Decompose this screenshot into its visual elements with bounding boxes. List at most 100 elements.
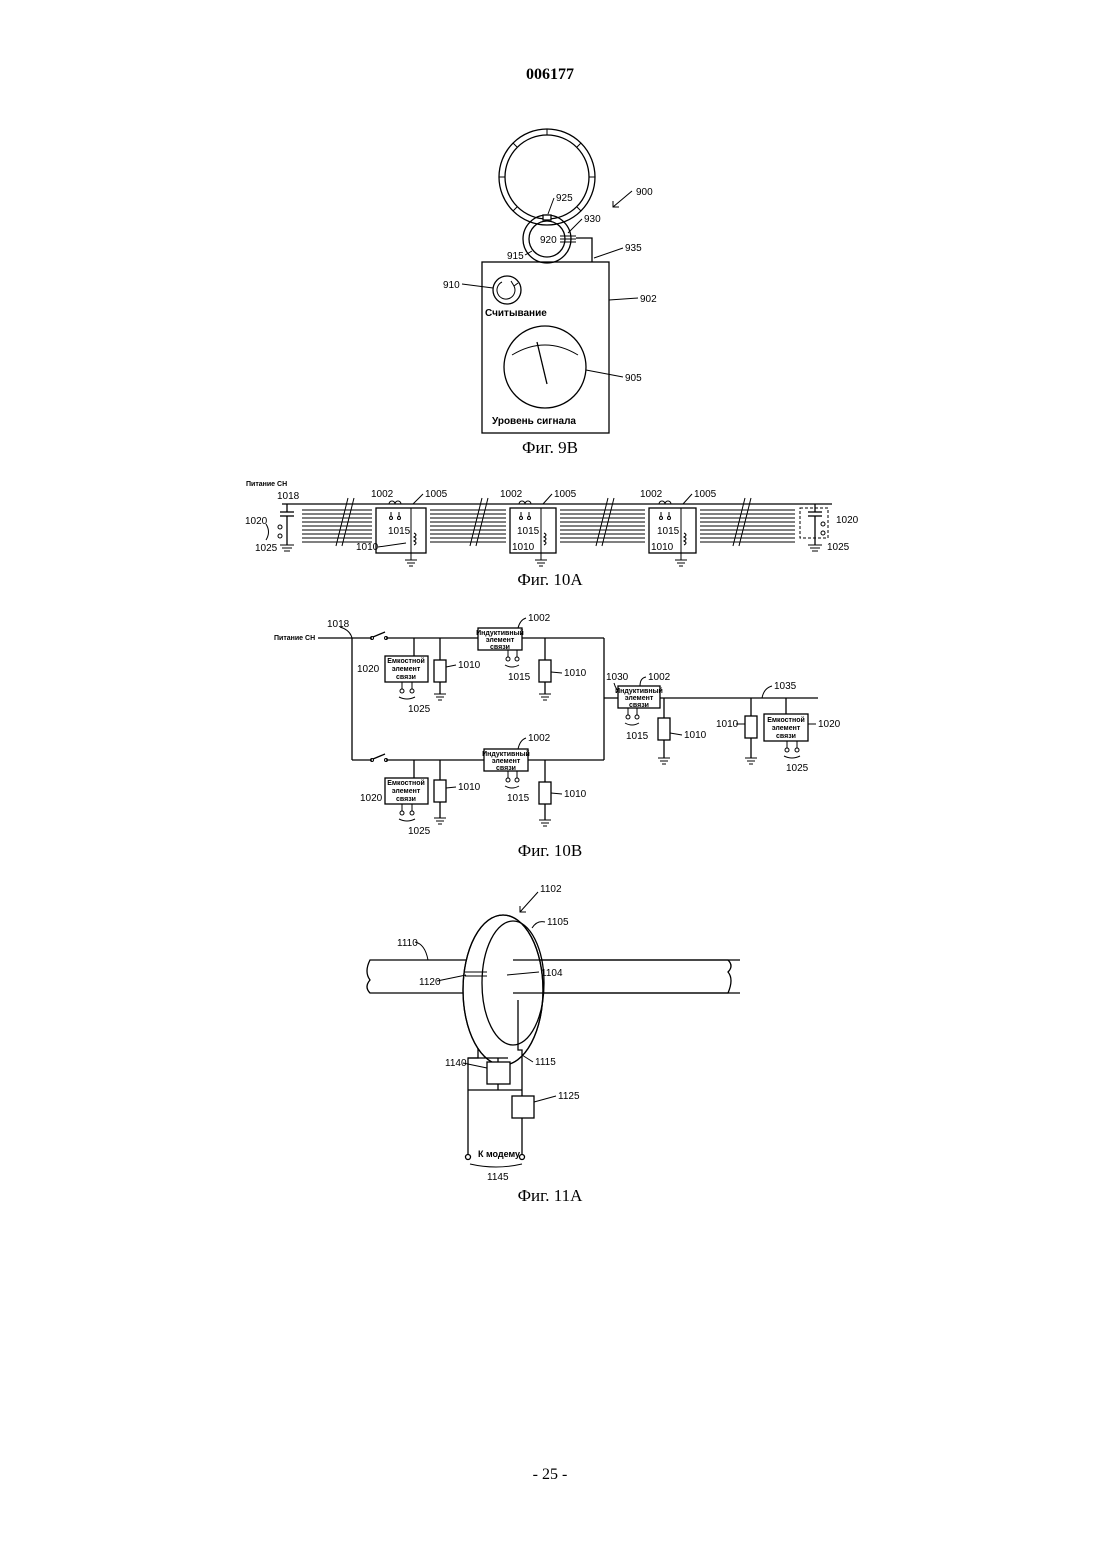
ref-1020-a1: 1020 (245, 516, 268, 527)
ref-935: 935 (625, 243, 642, 254)
ref-925: 925 (556, 193, 573, 204)
ref-1010-b2: 1010 (564, 668, 587, 679)
cap-coupler-3-l2: элемент (772, 725, 801, 732)
ind-coupler-2-l2: элемент (492, 758, 521, 765)
ref-1102: 1102 (540, 884, 562, 895)
ref-1005-a3: 1005 (694, 489, 717, 500)
ref-910: 910 (443, 280, 460, 291)
ind-coupler-3-l1: Индуктивный (615, 687, 663, 695)
ref-1110: 1110 (397, 938, 418, 949)
probe-cable (576, 238, 592, 262)
ref-915: 915 (507, 251, 524, 262)
fig-9b: Считывание Уровень сигнала 900 925 930 9… (443, 129, 657, 433)
ref-1015-b2: 1015 (507, 793, 530, 804)
ind-coupler-1-l1: Индуктивный (476, 629, 524, 637)
level-label: Уровень сигнала (492, 416, 576, 427)
ref-1025-a2: 1025 (827, 542, 850, 553)
ref-1020-b1: 1020 (357, 664, 380, 675)
ref-1005-a1: 1005 (425, 489, 448, 500)
fig-10b: 1018 Питание СН Емкостной э (274, 613, 841, 837)
ref-1005-a2: 1005 (554, 489, 577, 500)
ref-1010-b3: 1010 (458, 782, 481, 793)
ref-920: 920 (540, 235, 557, 246)
caption-fig-9b: Фиг. 9B (0, 438, 1100, 458)
ref-900: 900 (636, 187, 653, 198)
ref-1015-a1: 1015 (388, 526, 411, 537)
ref-1025-b2: 1025 (408, 826, 431, 837)
cap-coupler-2-l3: связи (396, 796, 416, 803)
ref-1010-b6: 1010 (716, 719, 739, 730)
ref-1025-b1: 1025 (408, 704, 431, 715)
ref-1010-a1: 1010 (356, 542, 379, 553)
component-1140 (487, 1062, 510, 1084)
ref-1010-b1: 1010 (458, 660, 481, 671)
ref-1002-b3: 1002 (648, 672, 671, 683)
ind-coupler-1-l2: элемент (486, 637, 515, 644)
ref-1002-b2: 1002 (528, 733, 551, 744)
caption-fig-10a: Фиг. 10A (0, 570, 1100, 590)
ref-1002-a1: 1002 (371, 489, 394, 500)
fig-10a: Питание СН 1018 1020 1025 (245, 481, 859, 566)
ind-coupler-2-l1: Индуктивный (482, 750, 530, 758)
ind-coupler-1-l3: связи (490, 644, 510, 651)
ref-1020-a2: 1020 (836, 515, 859, 526)
cap-coupler-2-l2: элемент (392, 788, 421, 795)
ref-905: 905 (625, 373, 642, 384)
ref-1002-b1: 1002 (528, 613, 551, 624)
ref-1020-b2: 1020 (360, 793, 383, 804)
component-1125 (512, 1096, 534, 1118)
gauge-scale (512, 345, 578, 355)
ref-1002-a3: 1002 (640, 489, 663, 500)
ref-1115: 1115 (535, 1057, 556, 1068)
coupler-unit-2: 1002 1005 1015 1010 (500, 489, 577, 566)
ind-coupler-3-l3: связи (629, 702, 649, 709)
ref-1025-b3: 1025 (786, 763, 809, 774)
coupler-unit-3: 1002 1005 1015 1010 (640, 489, 717, 566)
ref-1015-b3: 1015 (626, 731, 649, 742)
cap-coupler-1-l2: элемент (392, 666, 421, 673)
ref-1010-b5: 1010 (684, 730, 707, 741)
ref-1145: 1145 (487, 1172, 509, 1183)
cable-ring-inner (505, 135, 589, 219)
ref-1120: 1120 (419, 977, 441, 988)
clamp-joint (543, 215, 551, 220)
ref-1015-b1: 1015 (508, 672, 531, 683)
gauge-needle (537, 342, 547, 384)
cap-coupler-3-l3: связи (776, 733, 796, 740)
page-number: - 25 - (0, 1466, 1100, 1484)
ref-1018-a: 1018 (277, 491, 300, 502)
ref-902: 902 (640, 294, 657, 305)
ref-930: 930 (584, 214, 601, 225)
signal-gauge (504, 326, 586, 408)
fig-11a: 1102 1105 1110 1120 1104 (367, 884, 740, 1183)
ref-1025-a1: 1025 (255, 543, 278, 554)
ind-coupler-2-l3: связи (496, 765, 516, 772)
ref-1035: 1035 (774, 681, 797, 692)
ref-1104: 1104 (541, 968, 563, 979)
ref-1010-a3: 1010 (651, 542, 674, 553)
probe-connector (560, 236, 576, 242)
caption-fig-11a: Фиг. 11A (0, 1186, 1100, 1206)
ind-coupler-3-l2: элемент (625, 695, 654, 702)
ref-1010-a2: 1010 (512, 542, 535, 553)
read-label: Считывание (485, 308, 547, 319)
break-marks (336, 498, 751, 546)
cap-coupler-1-l1: Емкостной (387, 657, 425, 665)
ref-1030: 1030 (606, 672, 629, 683)
modem-label: К модему (478, 1149, 520, 1159)
cap-coupler-2-l1: Емкостной (387, 779, 425, 787)
ref-1020-b3: 1020 (818, 719, 841, 730)
caption-fig-10b: Фиг. 10B (0, 841, 1100, 861)
ref-1002-a2: 1002 (500, 489, 523, 500)
ref-1018-b: 1018 (327, 619, 350, 630)
knob-arrow-head (511, 281, 518, 286)
cap-coupler-3-l1: Емкостной (767, 716, 805, 724)
cable-ring-segments (499, 129, 595, 211)
ref-1015-a3: 1015 (657, 526, 680, 537)
ref-1010-b4: 1010 (564, 789, 587, 800)
ref-1125: 1125 (558, 1091, 580, 1102)
knob-arrow (497, 282, 515, 299)
ref-1015-a2: 1015 (517, 526, 540, 537)
